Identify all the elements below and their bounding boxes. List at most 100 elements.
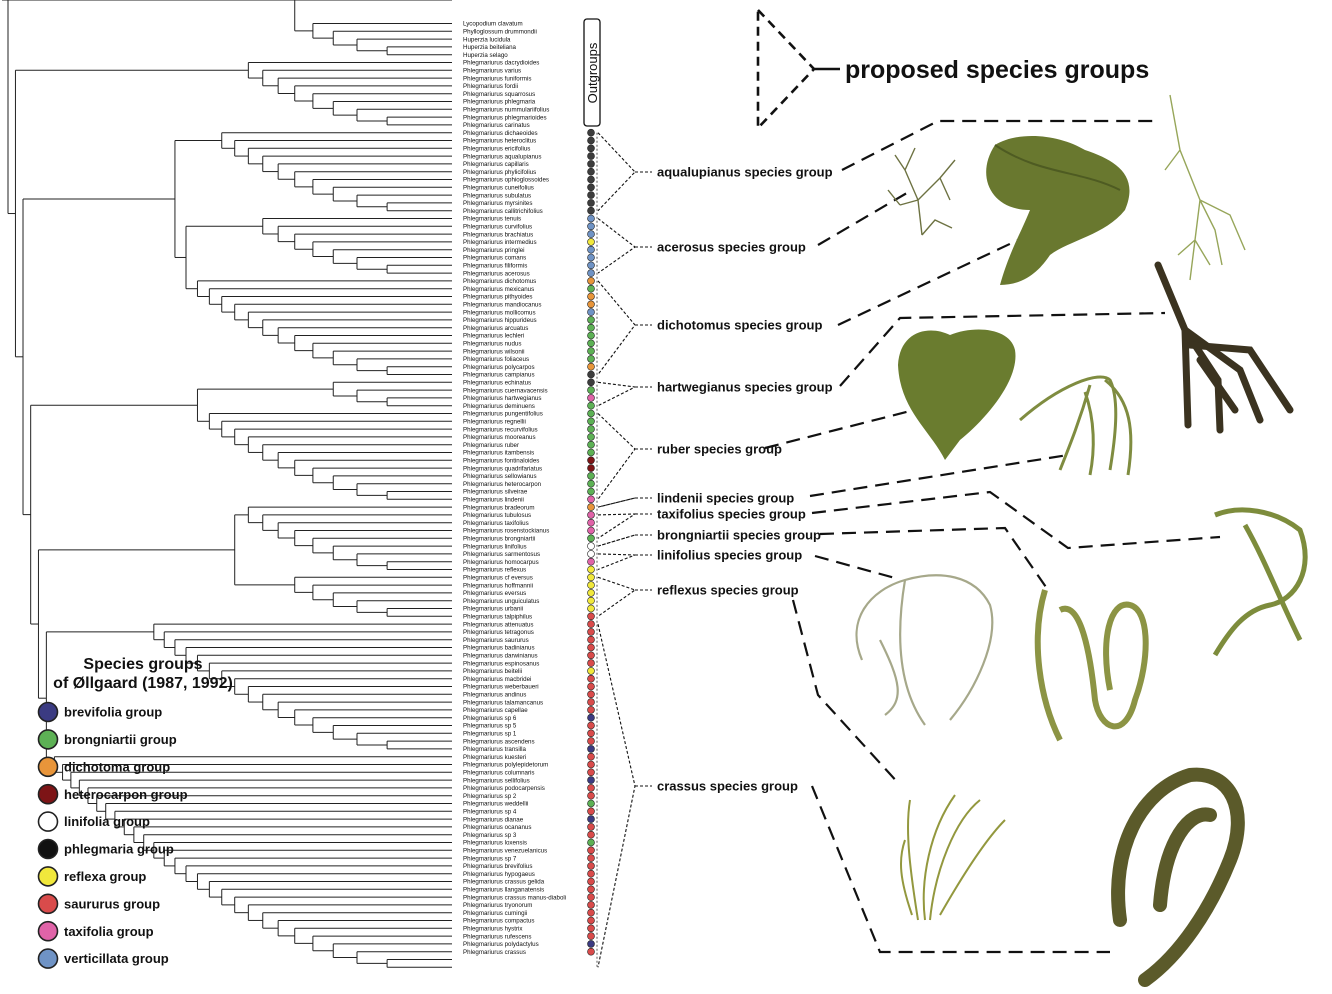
group-dot — [588, 558, 595, 565]
taxon-label: Phlegmariurus tryonorum — [463, 902, 532, 909]
taxon-label: Huperzia selago — [463, 52, 508, 59]
taxon-label: Phlegmariurus transilla — [463, 746, 526, 753]
legend-label: linifolia group — [64, 814, 150, 829]
group-dot — [588, 621, 595, 628]
taxon-label: Phlegmariurus crassus manus-diaboli — [463, 894, 566, 901]
taxon-label: Phlegmariurus lechleri — [463, 333, 524, 340]
group-dot — [588, 223, 595, 230]
group-dot — [588, 777, 595, 784]
taxon-label: Phlegmariurus llanganatensis — [463, 887, 544, 894]
group-dot — [588, 730, 595, 737]
legend-swatch — [39, 703, 58, 722]
legend-swatch — [39, 730, 58, 749]
legend-label: brevifolia group — [64, 705, 162, 720]
taxon-label: Phlegmariurus talpiphilus — [463, 614, 532, 621]
group-dot — [588, 488, 595, 495]
taxon-label: Phlegmariurus weddellii — [463, 801, 528, 808]
group-dot — [588, 145, 595, 152]
taxon-label: Phlegmariurus capellae — [463, 707, 528, 714]
taxon-label: Phlegmariurus hoffmannii — [463, 582, 533, 589]
legend-swatch — [39, 922, 58, 941]
taxon-label: Phlegmariurus hypogaeus — [463, 871, 535, 878]
specimen-hartwegianus — [898, 330, 1015, 460]
group-dot — [588, 433, 595, 440]
group-dot — [588, 199, 595, 206]
taxon-label: Phlegmariurus dichotomus — [463, 278, 536, 285]
taxon-label: Phlegmariurus hartwegianus — [463, 395, 541, 402]
taxon-label: Phlegmariurus cuernavacensis — [463, 387, 548, 394]
taxon-label: Phlegmariurus regnellii — [463, 419, 526, 426]
legend-label: phlegmaria group — [64, 842, 174, 857]
taxon-label: Phlegmariurus tetragonus — [463, 629, 534, 636]
group-bracket — [598, 219, 635, 274]
taxon-label: Phlegmariurus wilsonii — [463, 348, 525, 355]
legend-label: saururus group — [64, 896, 160, 911]
taxon-label: Phlegmariurus sellifolius — [463, 777, 530, 784]
taxon-label: Phlegmariurus ascendens — [463, 738, 535, 745]
taxon-label: Phlegmariurus weberbaueri — [463, 684, 539, 691]
taxon-label: Phlegmariurus phylicifolius — [463, 169, 536, 176]
group-dot — [588, 293, 595, 300]
taxon-label: Phlegmariurus tenuis — [463, 216, 521, 223]
legend-swatch — [39, 894, 58, 913]
taxon-label: Phlegmariurus quadrifariatus — [463, 465, 542, 472]
group-bracket — [598, 281, 635, 375]
taxon-label: Phlegmariurus beitelii — [463, 668, 522, 675]
group-dot — [588, 472, 595, 479]
taxon-label: Phlegmariurus fontinaloides — [463, 458, 539, 465]
group-dot — [588, 878, 595, 885]
group-dot — [588, 667, 595, 674]
group-dot — [588, 426, 595, 433]
group-dot — [588, 683, 595, 690]
taxon-label: Phlegmariurus darwinianus — [463, 653, 538, 660]
group-dot — [588, 465, 595, 472]
species-group-label: brongniartii species group — [657, 528, 821, 543]
taxon-label: Phlegmariurus rosenstockianus — [463, 528, 549, 535]
taxon-label: Phlegmariurus mandiocanus — [463, 302, 541, 309]
taxon-label: Phlegmariurus brachiatus — [463, 231, 533, 238]
taxon-label: Phlegmariurus mexicanus — [463, 286, 534, 293]
group-dot — [588, 808, 595, 815]
group-dot — [588, 402, 595, 409]
group-dot — [588, 231, 595, 238]
group-dot — [588, 894, 595, 901]
group-dot — [588, 410, 595, 417]
group-dot — [588, 355, 595, 362]
group-dot — [588, 246, 595, 253]
specimen-images — [857, 95, 1306, 980]
group-bracket — [598, 514, 635, 538]
taxon-label: Phlegmariurus cf eversus — [463, 575, 533, 582]
taxon-label: Phlegmariurus unguiculatus — [463, 598, 539, 605]
group-dot — [588, 605, 595, 612]
taxon-label: Phlegmariurus venezuelanicus — [463, 848, 547, 855]
group-dot — [588, 504, 595, 511]
taxon-label: Phlegmariurus curvifolius — [463, 224, 532, 231]
taxon-label: Phlegmariurus columnaris — [463, 770, 535, 777]
specimen-connectors — [765, 121, 1220, 952]
taxon-label: Phlegmariurus aqualupianus — [463, 153, 541, 160]
key-triangle — [758, 10, 814, 128]
group-dot — [588, 238, 595, 245]
taxon-label: Phlegmariurus ophioglossoides — [463, 177, 549, 184]
group-dot — [588, 394, 595, 401]
group-dot — [588, 207, 595, 214]
group-dot — [588, 215, 595, 222]
taxon-label: Phlegmariurus nudus — [463, 341, 521, 348]
taxon-label: Phlegmariurus podocarpensis — [463, 785, 545, 792]
taxon-label: Phlegmariurus heterocarpon — [463, 481, 542, 488]
taxon-label: Phlegmariurus espinosanus — [463, 660, 539, 667]
group-dot — [588, 301, 595, 308]
taxon-label: Phlegmariurus talamancanus — [463, 699, 543, 706]
taxon-label: Phlegmariurus rufescens — [463, 933, 531, 940]
legend-label: heterocarpon group — [64, 787, 188, 802]
group-dot — [588, 449, 595, 456]
taxon-label: Phlegmariurus taxifolius — [463, 520, 529, 527]
group-bracket — [598, 382, 635, 405]
group-dot — [588, 582, 595, 589]
specimen-crassus — [1118, 775, 1238, 980]
group-dot — [588, 816, 595, 823]
taxon-label: Phlegmariurus sarmentosus — [463, 551, 540, 558]
taxon-label: Phlegmariurus comans — [463, 255, 526, 262]
taxon-label: Phlegmariurus homocarpus — [463, 559, 539, 566]
legend-swatch — [39, 840, 58, 859]
